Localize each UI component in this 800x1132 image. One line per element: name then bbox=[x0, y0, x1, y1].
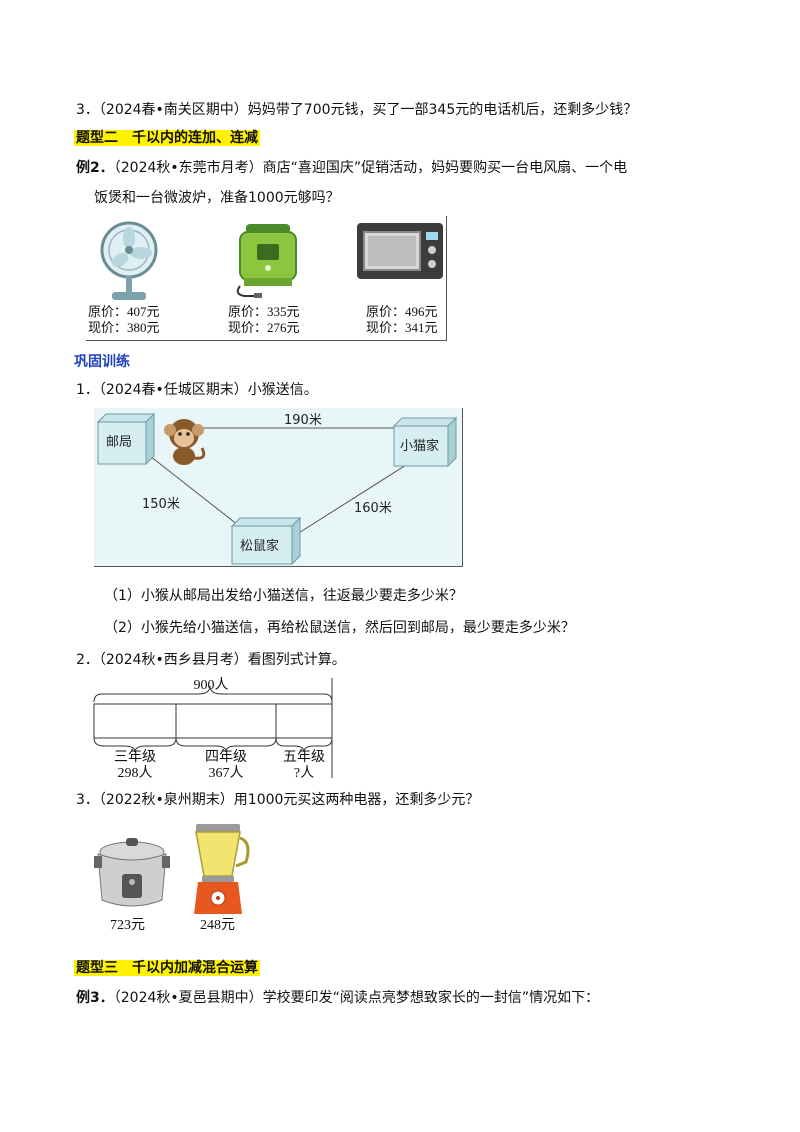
road-squirrel-cat bbox=[293, 459, 415, 537]
practice-2-text: 2．（2024秋•西乡县月考）看图列式计算。 bbox=[76, 652, 346, 668]
distance-post-squirrel: 150米 bbox=[142, 497, 180, 512]
rice-cooker-original-price: 原价：335元 bbox=[228, 304, 300, 319]
distance-squirrel-cat: 160米 bbox=[354, 501, 392, 516]
squirrel-home-label: 松鼠家 bbox=[240, 538, 279, 554]
practice-3-text: 3．（2022秋•泉州期末）用1000元买这两种电器，还剩多少元？ bbox=[76, 792, 480, 808]
delivery-map: 邮局 小猫家 松鼠家 190米 150米 160米 bbox=[94, 408, 463, 567]
grade5-count: ?人 bbox=[293, 766, 315, 781]
grade5-brace bbox=[275, 737, 333, 753]
microwave-current-price: 现价：341元 bbox=[366, 320, 438, 335]
bar-outline bbox=[93, 703, 333, 739]
grade4-count: 367人 bbox=[208, 766, 244, 781]
example-2-label: 例2． bbox=[76, 160, 114, 176]
rice-cooker-price: 723元 bbox=[110, 918, 145, 933]
total-brace bbox=[93, 685, 333, 703]
practice-1-text: 1．（2024春•任城区期末）小猴送信。 bbox=[76, 382, 318, 398]
section-heading-2-label: 题型二 千以内的连加、连减 bbox=[74, 130, 260, 146]
bar-diagram: 900人 三年级 298人 四年级 367人 五年级 ?人 bbox=[88, 674, 334, 781]
total-label: 900人 bbox=[193, 678, 229, 693]
question-3-text: 3．（2024春•南关区期中）妈妈带了700元钱，买了一部345元的电话机后，还… bbox=[76, 102, 638, 118]
fan-icon bbox=[100, 221, 158, 300]
grade4-brace bbox=[175, 737, 277, 753]
example-2-line-1: 例2．（2024秋•东莞市月考）商店“喜迎国庆”促销活动，妈妈要购买一台电风扇、… bbox=[76, 158, 627, 178]
example-2-text-2: 饭煲和一台微波炉，准备1000元够吗？ bbox=[94, 190, 340, 206]
monkey-icon bbox=[164, 419, 206, 465]
cat-home-box bbox=[392, 416, 458, 468]
post-office-box bbox=[96, 412, 156, 466]
grade4-name: 四年级 bbox=[205, 750, 247, 765]
grade3-name: 三年级 bbox=[114, 750, 156, 765]
squirrel-home-box bbox=[230, 516, 302, 566]
grade5-name: 五年级 bbox=[283, 750, 325, 765]
rice-cooker-icon bbox=[94, 838, 170, 907]
practice-heading: 巩固训练 bbox=[74, 354, 130, 370]
section-heading-3: 题型三 千以内加减混合运算 bbox=[74, 958, 260, 978]
cat-home-label: 小猫家 bbox=[400, 438, 439, 454]
example-2-text-1: （2024秋•东莞市月考）商店“喜迎国庆”促销活动，妈妈要购买一台电风扇、一个电 bbox=[113, 160, 628, 176]
microwave-icon bbox=[357, 223, 443, 279]
grade3-count: 298人 bbox=[117, 766, 153, 781]
example-3-label: 例3． bbox=[76, 990, 114, 1006]
fan-current-price: 现价：380元 bbox=[88, 320, 160, 335]
post-office-label: 邮局 bbox=[106, 435, 132, 450]
blender-price: 248元 bbox=[200, 918, 235, 933]
fan-original-price: 原价：407元 bbox=[88, 304, 160, 319]
microwave-original-price: 原价：496元 bbox=[366, 304, 438, 319]
rice-cooker-icon bbox=[236, 224, 297, 298]
example-3-text: （2024秋•夏邑县期中）学校要印发“阅读点亮梦想致家长的一封信”情况如下： bbox=[113, 990, 600, 1006]
section-heading-3-label: 题型三 千以内加减混合运算 bbox=[74, 960, 260, 976]
example-3-line: 例3．（2024秋•夏邑县期中）学校要印发“阅读点亮梦想致家长的一封信”情况如下… bbox=[76, 988, 599, 1008]
blender-icon bbox=[194, 824, 250, 914]
section-heading-2: 题型二 千以内的连加、连减 bbox=[74, 128, 260, 148]
practice-1-sub-2: （2）小猴先给小猫送信，再给松鼠送信，然后回到邮局，最少要走多少米？ bbox=[104, 620, 575, 636]
appliance-figure: 原价：407元 现价：380元 原价：335元 现价：276元 原价：496元 … bbox=[86, 216, 447, 341]
distance-post-cat: 190米 bbox=[284, 413, 322, 428]
grade3-brace bbox=[93, 737, 177, 753]
practice-1-sub-1: （1）小猴从邮局出发给小猫送信，往返最少要走多少米？ bbox=[104, 588, 463, 604]
rice-cooker-current-price: 现价：276元 bbox=[228, 320, 300, 335]
